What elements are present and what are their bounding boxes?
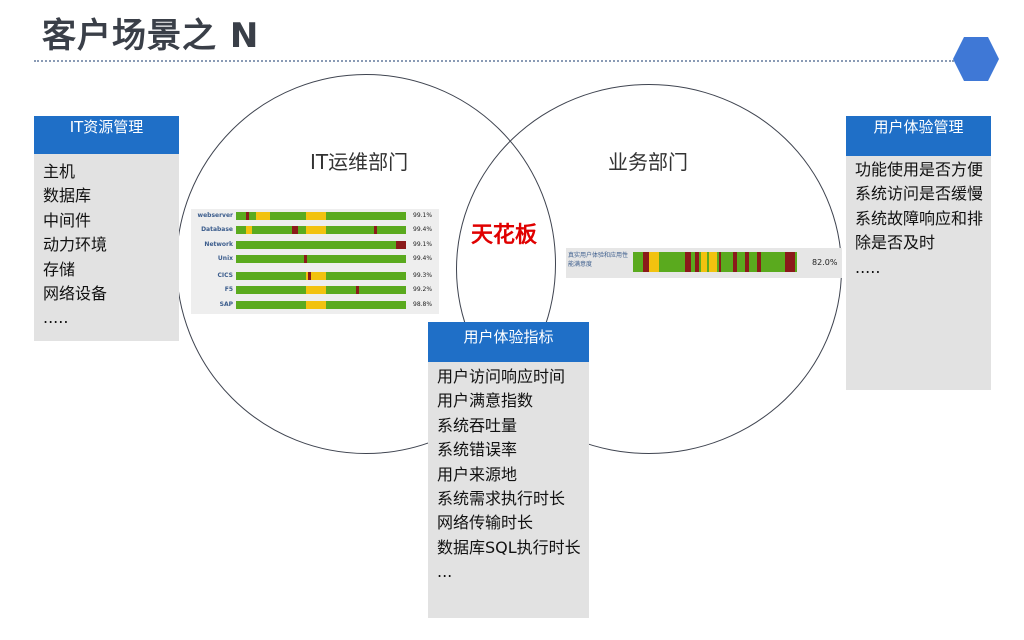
ux-management-header: 用户体验管理 [846, 116, 991, 156]
business-label: 业务部门 [608, 150, 688, 174]
status-label: Network [204, 241, 233, 248]
status-pct: 99.1% [413, 241, 433, 248]
business-bar-track [633, 252, 797, 272]
panel-header-text: 用户体验管理 [873, 118, 964, 136]
status-pct: 99.3% [413, 272, 433, 279]
list-item: 主机 [43, 162, 76, 181]
list-item: 系统吞吐量 [437, 415, 518, 435]
list-item: 用户来源地 [437, 464, 518, 484]
ux-metrics-header: 用户体验指标 [428, 322, 589, 362]
status-bar [236, 255, 406, 263]
status-bar [236, 226, 406, 234]
list-item: 用户访问响应时间 [437, 367, 566, 386]
list-item: ... [437, 562, 453, 582]
panel-header-text: IT资源管理 [69, 118, 144, 136]
business-bar-pct: 82.0% [812, 258, 838, 267]
page-title: 客户场景之 N [42, 16, 260, 56]
status-bar [236, 212, 406, 220]
ceiling-label: 天花板 [471, 223, 538, 248]
list-item: 功能使用是否方便 [855, 160, 984, 179]
status-pct: 99.4% [413, 226, 433, 233]
list-item: 中间件 [43, 210, 92, 230]
list-item: 系统访问是否缓慢 [855, 184, 984, 204]
ux-metrics-panel: 用户体验指标 用户访问响应时间 用户满意指数 系统吞吐量 系统错误率 用户来源地… [428, 322, 589, 618]
list-item: 数据库SQL执行时长 [437, 537, 581, 557]
status-pct: 99.1% [413, 212, 433, 219]
list-item: 动力环境 [43, 235, 108, 255]
list-item: ..... [855, 257, 881, 277]
status-bar [236, 241, 406, 249]
status-pct: 99.4% [413, 255, 433, 262]
status-label: SAP [219, 301, 233, 308]
status-label: Unix [217, 255, 233, 262]
list-item: 数据库 [43, 186, 92, 206]
list-item: 系统需求执行时长 [437, 489, 566, 509]
status-pct: 99.2% [413, 286, 433, 293]
status-label: Database [201, 226, 233, 233]
status-label: webserver [197, 212, 233, 219]
ux-metrics-list: 用户访问响应时间 用户满意指数 系统吞吐量 系统错误率 用户来源地 系统需求执行… [437, 365, 585, 585]
business-satisfaction-bar: 真实用户体验和应用性能满意度 82.0% [566, 248, 842, 278]
panel-header-text: 用户体验指标 [463, 328, 554, 346]
list-item: 存储 [43, 259, 76, 279]
status-bar [236, 301, 406, 309]
list-item: 用户满意指数 [437, 391, 534, 411]
list-item: 系统故障响应和排除是否及时 [855, 208, 984, 253]
ux-management-panel: 用户体验管理 功能使用是否方便 系统访问是否缓慢 系统故障响应和排除是否及时 .… [846, 116, 991, 390]
hexagon-icon [953, 37, 999, 81]
business-bar-label: 真实用户体验和应用性能满意度 [568, 252, 629, 268]
list-item: 网络传输时长 [437, 513, 534, 533]
it-status-chart: webserver Database Network Unix CICS F5 … [191, 209, 439, 314]
status-pct: 98.8% [413, 301, 433, 308]
it-ops-label: IT运维部门 [310, 150, 409, 174]
it-resources-list: 主机 数据库 中间件 动力环境 存储 网络设备 ..... [43, 160, 107, 331]
it-resources-panel: IT资源管理 主机 数据库 中间件 动力环境 存储 网络设备 ..... [34, 116, 179, 341]
list-item: ..... [43, 308, 69, 328]
status-label: CICS [217, 272, 233, 279]
title-divider [34, 60, 954, 62]
status-label: F5 [224, 286, 233, 293]
list-item: 系统错误率 [437, 440, 518, 460]
ux-management-list: 功能使用是否方便 系统访问是否缓慢 系统故障响应和排除是否及时 ..... [855, 158, 985, 280]
list-item: 网络设备 [43, 284, 108, 304]
status-bar [236, 286, 406, 294]
it-resources-header: IT资源管理 [34, 116, 179, 154]
status-bar [236, 272, 406, 280]
